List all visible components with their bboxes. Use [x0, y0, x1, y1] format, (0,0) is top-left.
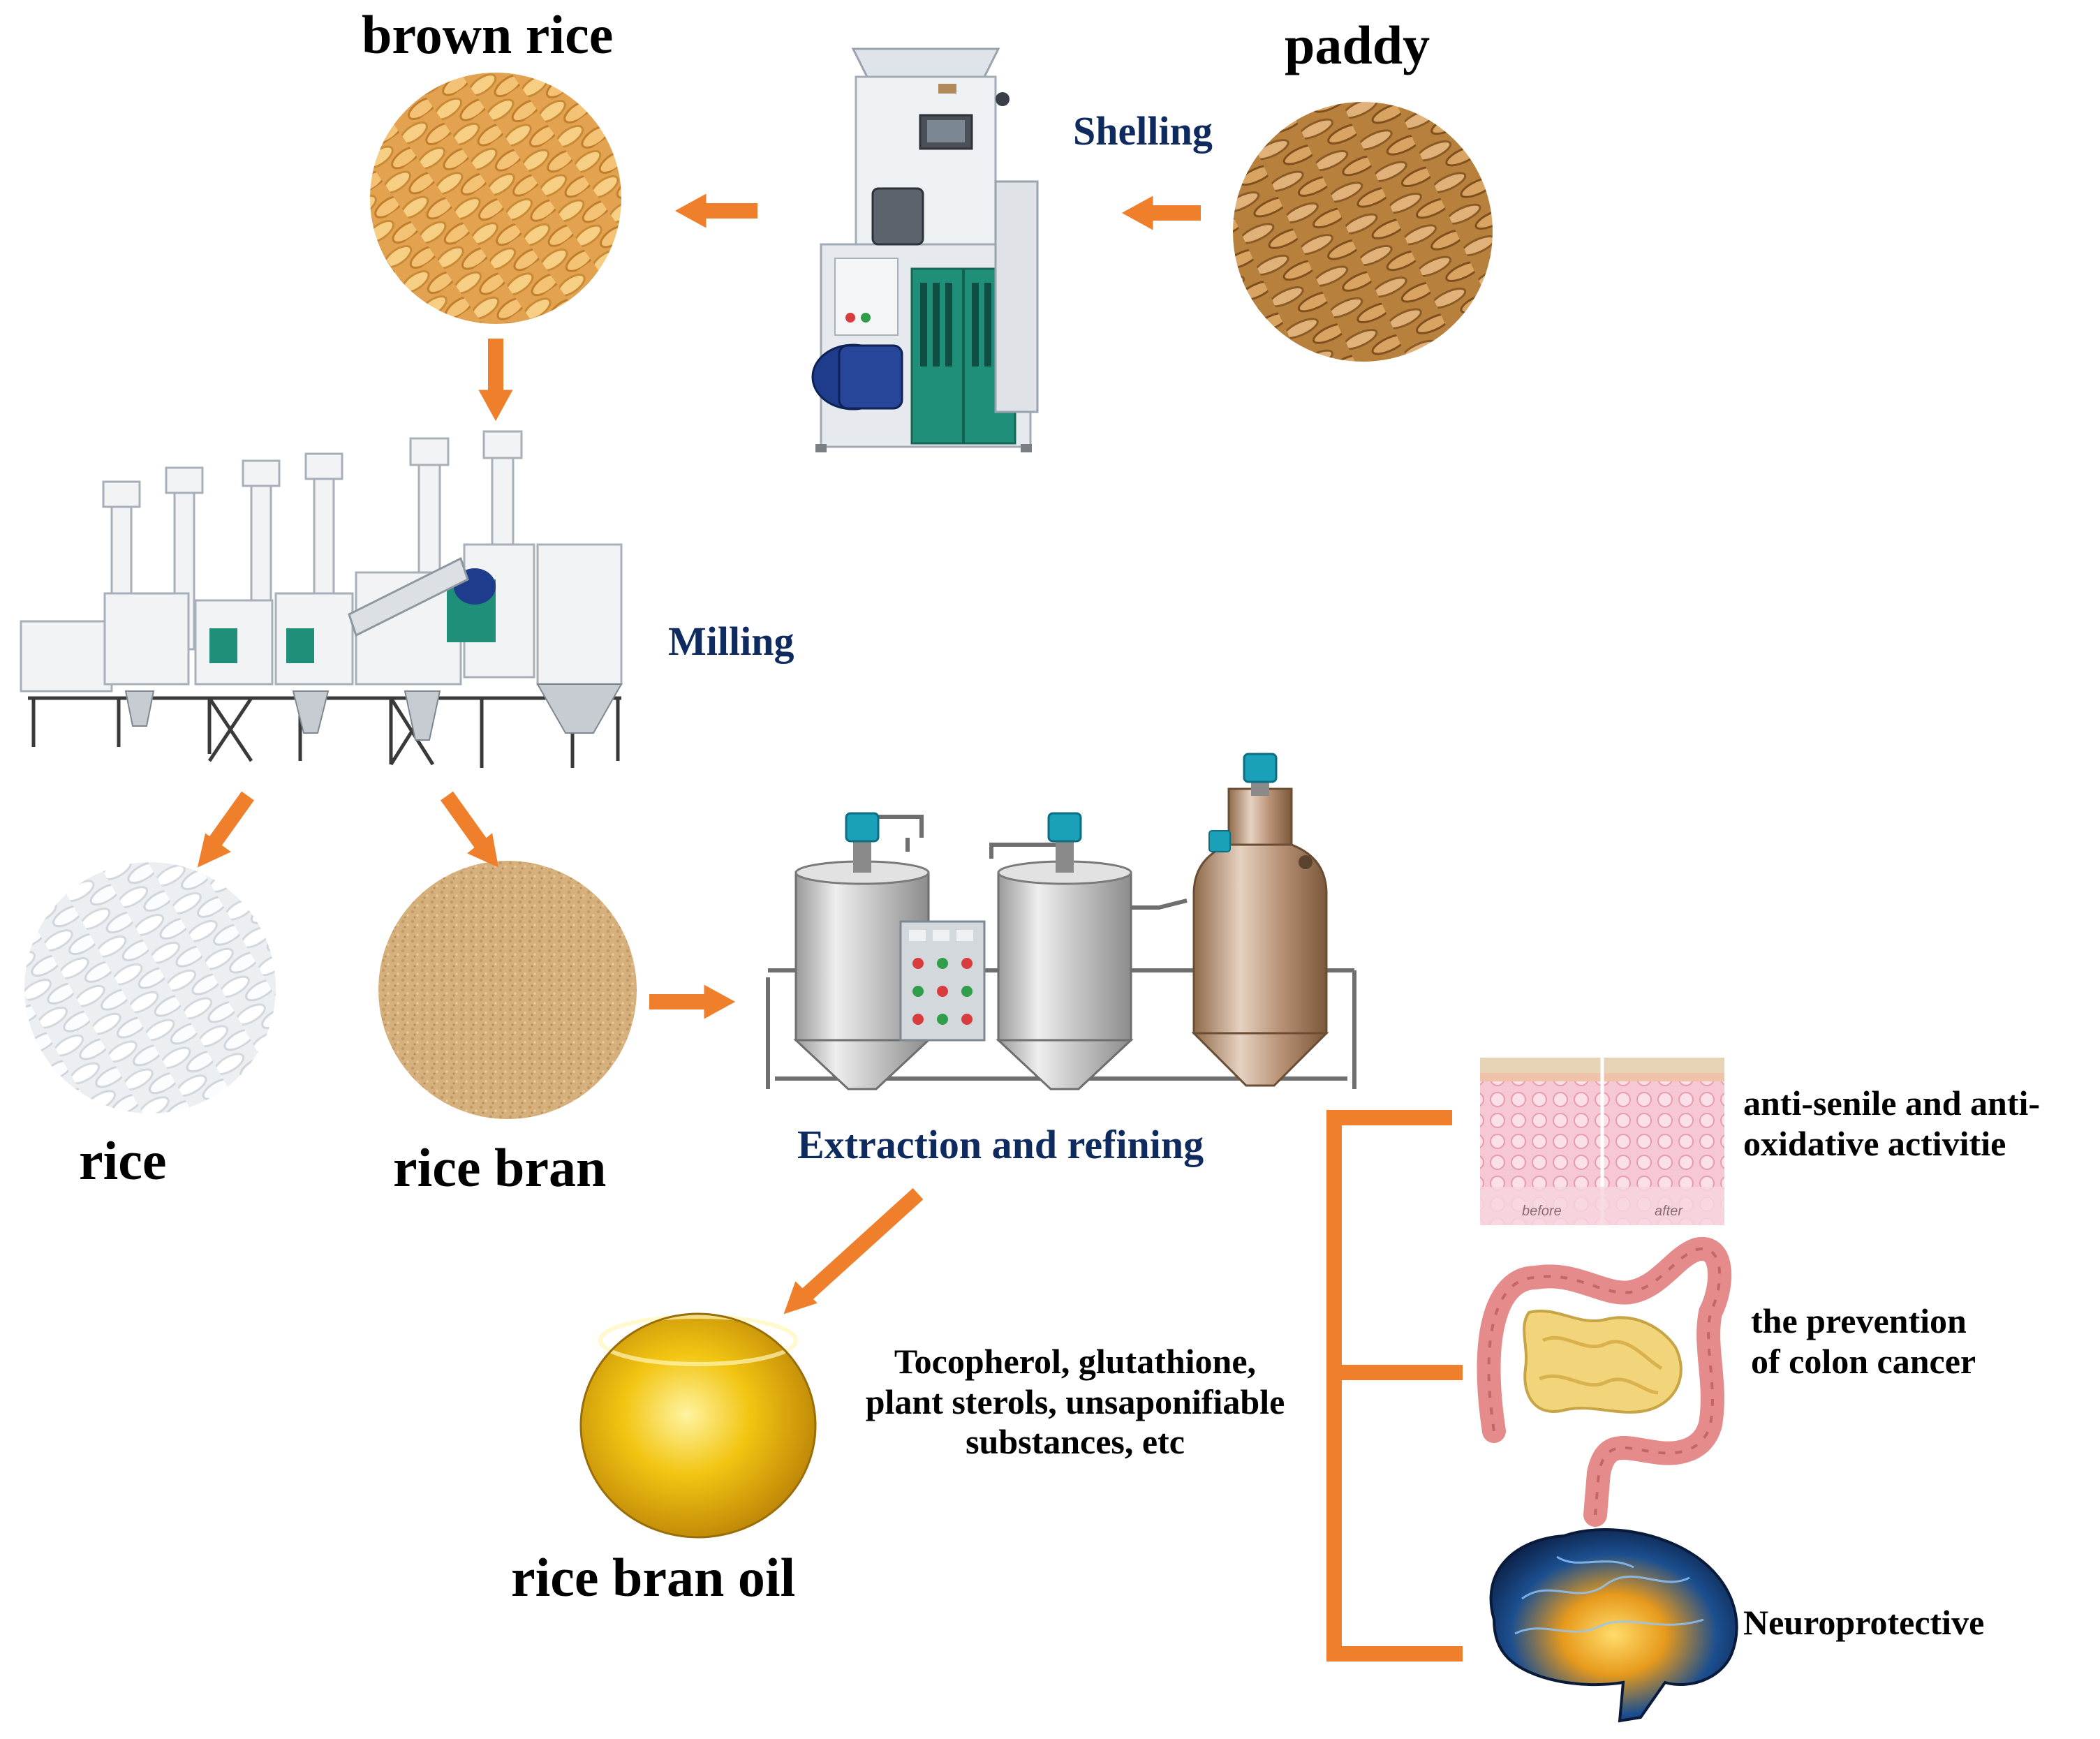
- arrow-extraction-to-oil: [801, 1187, 924, 1301]
- oil-components-text: Tocopherol, glutathione, plant sterols, …: [824, 1342, 1326, 1463]
- brown-rice-image: [370, 73, 621, 324]
- benefit-neuroprotective: Neuroprotective: [1743, 1603, 1984, 1643]
- benefit-line: the prevention: [1751, 1301, 1967, 1340]
- rice-bran-image: [378, 861, 637, 1119]
- benefits-bracket: [1326, 1110, 1463, 1662]
- arrow-milling-to-rice-bran: [441, 791, 488, 850]
- rice-image: [24, 862, 276, 1113]
- label-rice-bran: rice bran: [393, 1137, 607, 1198]
- benefit-colon-cancer: the prevention of colon cancer: [1751, 1301, 1976, 1382]
- benefit-line: Neuroprotective: [1743, 1603, 1985, 1642]
- brain-icon: [1489, 1528, 1738, 1723]
- benefit-antioxidative: anti-senile and anti- oxidative activiti…: [1743, 1083, 2040, 1164]
- skin-caption-after: after: [1655, 1204, 1683, 1219]
- label-rice: rice: [79, 1130, 167, 1191]
- control-panel: [899, 920, 986, 1042]
- rice-bran-oil-image: [579, 1312, 817, 1539]
- label-shelling: Shelling: [1073, 108, 1213, 154]
- benefit-line: anti-senile and anti-: [1743, 1083, 2041, 1123]
- intestine-icon: [1477, 1237, 1732, 1527]
- label-brown-rice: brown rice: [362, 4, 614, 65]
- oil-components-line: substances, etc: [966, 1422, 1185, 1461]
- oil-components-line: plant sterols, unsaponifiable: [865, 1382, 1285, 1421]
- oil-components-line: Tocopherol, glutathione,: [894, 1342, 1257, 1381]
- skin-caption-before: before: [1522, 1204, 1562, 1219]
- tank-3: [1191, 753, 1329, 1087]
- rice-milling-line-icon: [20, 430, 623, 768]
- benefit-line: oxidative activitie: [1743, 1123, 2006, 1163]
- husker-machine-icon: [811, 47, 1039, 452]
- label-milling: Milling: [668, 619, 794, 664]
- label-extraction-refining: Extraction and refining: [797, 1122, 1204, 1167]
- label-paddy: paddy: [1285, 15, 1430, 75]
- arrow-milling-to-rice: [207, 791, 254, 850]
- tank-2: [996, 812, 1134, 1090]
- skin-cells-icon: [1480, 1058, 1724, 1225]
- label-rice-bran-oil: rice bran oil: [511, 1547, 796, 1608]
- process-arrows: [207, 203, 1201, 1301]
- paddy-image: [1230, 99, 1495, 364]
- arrowheads-solid: [197, 193, 1153, 1315]
- benefit-line: of colon cancer: [1751, 1341, 1976, 1381]
- extraction-refining-equipment-icon: [766, 753, 1356, 1090]
